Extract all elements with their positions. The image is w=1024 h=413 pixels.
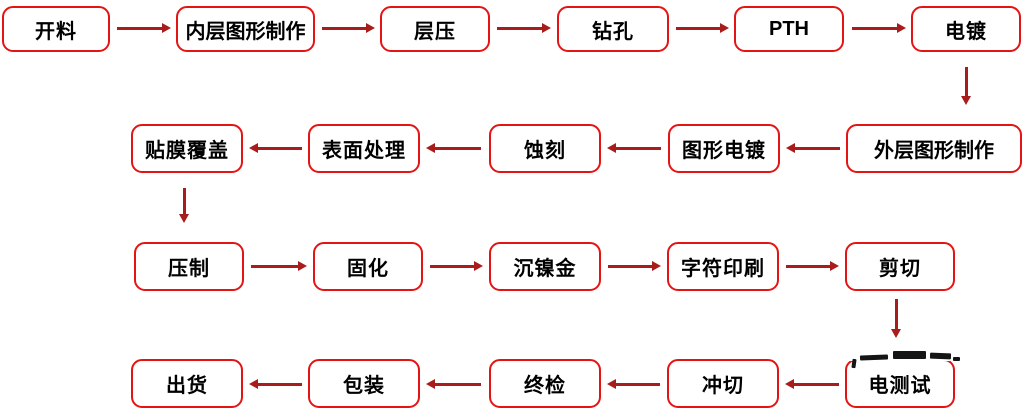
node-silkscreen-printing: 字符印刷 <box>667 242 779 291</box>
node-outer-layer-imaging: 外层图形制作 <box>846 124 1022 173</box>
arrow-left-icon <box>249 379 302 388</box>
arrow-left-icon <box>426 143 481 152</box>
node-curing: 固化 <box>313 242 423 291</box>
node-pth: PTH <box>734 6 844 52</box>
node-film-covering: 贴膜覆盖 <box>131 124 243 173</box>
watermark-remnant-artifact <box>929 352 952 360</box>
node-pattern-plating: 图形电镀 <box>668 124 780 173</box>
node-material-cutting: 开料 <box>2 6 110 52</box>
node-pressing: 压制 <box>134 242 244 291</box>
arrow-left-icon <box>785 379 839 388</box>
arrow-left-icon <box>607 379 660 388</box>
arrow-left-icon <box>249 143 302 152</box>
node-shipment: 出货 <box>131 359 243 408</box>
watermark-remnant-artifact <box>893 351 926 359</box>
arrow-left-icon <box>426 379 481 388</box>
arrow-down-icon <box>891 299 900 338</box>
arrow-right-icon <box>497 23 551 32</box>
arrow-left-icon <box>607 143 661 152</box>
node-final-inspection: 终检 <box>489 359 601 408</box>
arrow-right-icon <box>322 23 375 32</box>
arrow-right-icon <box>786 261 839 270</box>
arrow-right-icon <box>430 261 483 270</box>
arrow-right-icon <box>676 23 729 32</box>
node-lamination: 层压 <box>380 6 490 52</box>
node-shearing: 剪切 <box>845 242 955 291</box>
node-enig: 沉镍金 <box>489 242 601 291</box>
node-drilling: 钻孔 <box>557 6 669 52</box>
arrow-right-icon <box>608 261 661 270</box>
node-inner-layer-imaging: 内层图形制作 <box>176 6 315 52</box>
node-punching: 冲切 <box>667 359 779 408</box>
arrow-left-icon <box>786 143 840 152</box>
node-etching: 蚀刻 <box>489 124 601 173</box>
node-electrical-test: 电测试 <box>845 359 955 408</box>
arrow-right-icon <box>251 261 307 270</box>
arrow-right-icon <box>852 23 906 32</box>
arrow-down-icon <box>961 67 970 105</box>
arrow-right-icon <box>117 23 171 32</box>
node-plating: 电镀 <box>911 6 1021 52</box>
watermark-remnant-artifact <box>859 354 889 361</box>
arrow-down-icon <box>179 188 188 223</box>
watermark-remnant-artifact <box>953 357 960 361</box>
node-surface-treatment: 表面处理 <box>308 124 420 173</box>
node-packing: 包装 <box>308 359 420 408</box>
